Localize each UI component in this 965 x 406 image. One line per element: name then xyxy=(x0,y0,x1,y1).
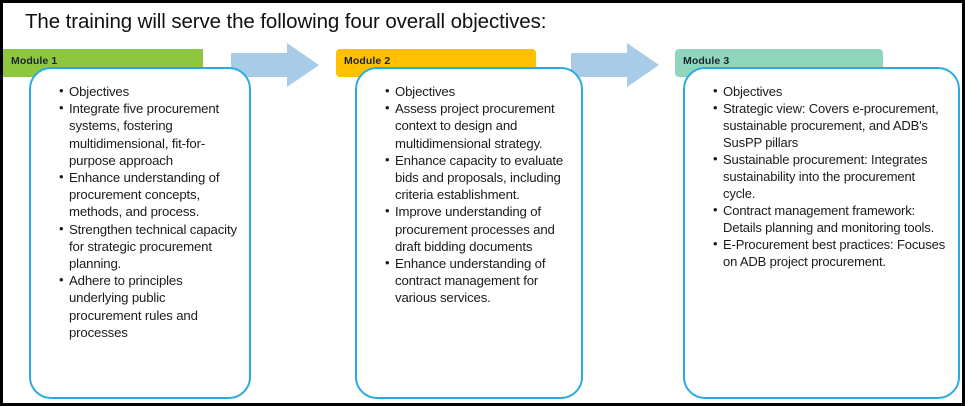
module-card-2-body: Objectives Assess project procurement co… xyxy=(357,69,581,307)
list-item: Enhance capacity to evaluate bids and pr… xyxy=(385,151,569,204)
arrow-module2-to-module3 xyxy=(571,43,659,87)
module-card-3: Objectives Strategic view: Covers e-proc… xyxy=(683,67,960,399)
list-item: Adhere to principles underlying public p… xyxy=(59,271,237,341)
module-header-label-1: Module 1 xyxy=(11,55,58,67)
module-card-3-body: Objectives Strategic view: Covers e-proc… xyxy=(685,69,958,270)
list-item: Enhance understanding of contract manage… xyxy=(385,254,569,307)
list-item: Assess project procurement context to de… xyxy=(385,99,569,152)
list-item: Objectives xyxy=(713,82,946,100)
module-1-objectives-list: Objectives Integrate five procurement sy… xyxy=(45,82,237,341)
module-header-label-2: Module 2 xyxy=(344,55,391,67)
page-title: The training will serve the following fo… xyxy=(25,10,547,33)
module-card-2: Objectives Assess project procurement co… xyxy=(355,67,583,399)
list-item: Objectives xyxy=(59,82,237,100)
arrow-module1-to-module2 xyxy=(231,43,319,87)
list-item: Strategic view: Covers e-procurement, su… xyxy=(713,99,946,151)
module-card-1: Objectives Integrate five procurement sy… xyxy=(29,67,251,399)
list-item: Improve understanding of procurement pro… xyxy=(385,202,569,255)
list-item: Enhance understanding of procurement con… xyxy=(59,168,237,221)
list-item: E-Procurement best practices: Focuses on… xyxy=(713,235,946,270)
module-2-objectives-list: Objectives Assess project procurement co… xyxy=(371,82,569,307)
module-header-label-3: Module 3 xyxy=(683,55,730,67)
list-item: Contract management framework: Details p… xyxy=(713,201,946,236)
list-item: Objectives xyxy=(385,82,569,100)
list-item: Sustainable procurement: Integrates sust… xyxy=(713,150,946,202)
list-item: Integrate five procurement systems, fost… xyxy=(59,99,237,169)
module-3-objectives-list: Objectives Strategic view: Covers e-proc… xyxy=(699,82,946,270)
list-item: Strengthen technical capacity for strate… xyxy=(59,220,237,273)
module-card-1-body: Objectives Integrate five procurement sy… xyxy=(31,69,249,341)
